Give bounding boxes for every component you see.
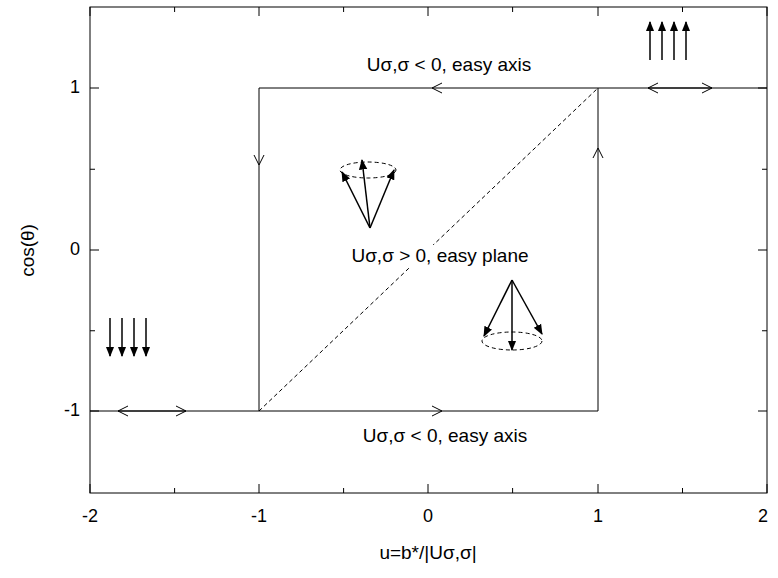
tick-label: -2 <box>82 507 98 527</box>
tick-label: -1 <box>64 401 80 421</box>
region-label: Uσ,σ < 0, easy axis <box>367 55 531 76</box>
region-label: Uσ,σ > 0, easy plane <box>348 245 531 268</box>
tick-label: 2 <box>758 507 768 527</box>
cone-down <box>482 280 542 350</box>
spin-down-arrows <box>110 318 146 356</box>
axis-label: u=b*/|Uσ,σ| <box>379 543 476 564</box>
double-arrows <box>118 83 712 416</box>
cone-up <box>340 160 396 228</box>
tick-label: 1 <box>593 507 603 527</box>
tick-label: 0 <box>70 240 80 260</box>
axes-frame <box>90 7 767 493</box>
tick-label: 1 <box>70 78 80 98</box>
spin-up-arrows <box>650 22 686 60</box>
region-label: Uσ,σ < 0, easy axis <box>363 426 527 447</box>
axis-label: cos(θ) <box>18 224 39 277</box>
hysteresis-loop <box>90 83 767 416</box>
dashed-diagonal <box>259 88 598 411</box>
tick-label: 0 <box>423 507 433 527</box>
tick-label: -1 <box>251 507 267 527</box>
